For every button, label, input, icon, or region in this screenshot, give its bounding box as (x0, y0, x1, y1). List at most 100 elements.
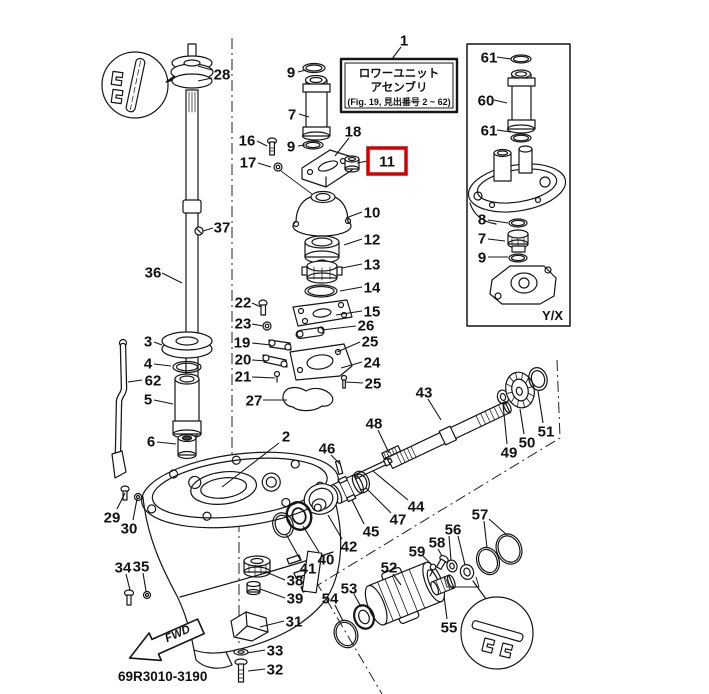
part-callout-55[interactable]: 55 (441, 620, 458, 637)
part-callout-7[interactable]: 7 (478, 231, 486, 248)
part-callout-9[interactable]: 9 (287, 139, 295, 156)
title-line-3: (Fig. 19, 見出番号 2 ~ 62) (347, 96, 450, 107)
part-callout-11[interactable]: 11 (379, 154, 395, 171)
part-callout-38[interactable]: 38 (287, 573, 304, 590)
part-callout-51[interactable]: 51 (538, 424, 555, 441)
leader-line (247, 668, 266, 672)
part-callout-32[interactable]: 32 (267, 662, 284, 679)
part-callout-61[interactable]: 61 (481, 50, 498, 67)
part-callout-9[interactable]: 9 (287, 65, 295, 82)
part-callout-53[interactable]: 53 (341, 581, 358, 598)
part-callout-28[interactable]: 28 (214, 67, 231, 84)
part-callout-31[interactable]: 31 (286, 614, 303, 631)
assembly-title-box (339, 57, 459, 114)
part-spring-48 (381, 445, 402, 460)
part-callout-46[interactable]: 46 (319, 441, 336, 458)
part-callout-27[interactable]: 27 (246, 393, 263, 410)
part-callout-37[interactable]: 37 (214, 220, 231, 237)
part-callout-30[interactable]: 30 (121, 521, 138, 538)
part-plate-24 (289, 343, 353, 381)
part-callout-43[interactable]: 43 (416, 385, 433, 402)
part-oring-61-bottom (510, 133, 532, 143)
part-callout-25[interactable]: 25 (365, 376, 382, 393)
part-callout-15[interactable]: 15 (364, 304, 381, 321)
part-callout-1[interactable]: 1 (400, 33, 408, 50)
leader-line (259, 588, 286, 599)
part-callout-56[interactable]: 56 (445, 522, 462, 539)
part-callout-12[interactable]: 12 (364, 232, 381, 249)
part-callout-62[interactable]: 62 (145, 373, 162, 390)
part-callout-50[interactable]: 50 (519, 435, 536, 452)
part-callout-59[interactable]: 59 (409, 544, 426, 561)
detail-circle-top (101, 51, 182, 119)
part-callout-2[interactable]: 2 (282, 429, 290, 446)
part-bolt-34 (123, 589, 135, 606)
part-callout-54[interactable]: 54 (322, 591, 339, 608)
part-link-26 (295, 326, 325, 339)
leader-line (330, 454, 341, 465)
leader-line (116, 492, 126, 510)
part-callout-7[interactable]: 7 (288, 107, 296, 124)
part-callout-14[interactable]: 14 (364, 280, 381, 297)
part-callout-4[interactable]: 4 (144, 356, 153, 373)
part-callout-33[interactable]: 33 (267, 643, 284, 660)
part-callout-41[interactable]: 41 (300, 561, 317, 578)
inset-box (466, 43, 571, 327)
part-callout-10[interactable]: 10 (364, 205, 381, 222)
part-arm-20 (262, 354, 288, 368)
part-callout-8[interactable]: 8 (478, 212, 486, 229)
part-callout-61[interactable]: 61 (481, 123, 498, 140)
leader-line (335, 310, 363, 316)
part-callout-48[interactable]: 48 (366, 416, 383, 433)
part-callout-49[interactable]: 49 (501, 445, 518, 462)
leader-line (351, 499, 365, 525)
part-callout-45[interactable]: 45 (363, 524, 380, 541)
part-callout-57[interactable]: 57 (472, 507, 489, 524)
title-line-2: アセンブリ (371, 80, 428, 94)
part-callout-9[interactable]: 9 (478, 250, 486, 267)
part-callout-35[interactable]: 35 (133, 559, 150, 576)
part-callout-5[interactable]: 5 (144, 392, 152, 409)
leader-line (392, 573, 402, 586)
part-callout-6[interactable]: 6 (147, 434, 155, 451)
part-callout-36[interactable]: 36 (145, 265, 162, 282)
part-callout-17[interactable]: 17 (240, 155, 257, 172)
part-callout-44[interactable]: 44 (408, 499, 425, 516)
part-callout-18[interactable]: 18 (345, 124, 362, 141)
part-callout-25[interactable]: 25 (362, 334, 379, 351)
part-callout-34[interactable]: 34 (115, 560, 132, 577)
leader-line (496, 129, 512, 133)
leader-line (377, 429, 390, 454)
leader-line (251, 342, 272, 346)
part-callout-29[interactable]: 29 (104, 510, 121, 527)
leader-line (340, 361, 363, 369)
part-callout-13[interactable]: 13 (364, 257, 381, 274)
part-callout-24[interactable]: 24 (364, 355, 381, 372)
leader-line (251, 359, 268, 362)
e-clip-icon (110, 70, 124, 87)
part-callout-39[interactable]: 39 (287, 591, 304, 608)
part-washer-35 (142, 590, 152, 600)
part-callout-3[interactable]: 3 (144, 334, 152, 351)
part-callout-40[interactable]: 40 (318, 552, 335, 569)
part-callout-16[interactable]: 16 (239, 133, 256, 150)
part-callout-42[interactable]: 42 (341, 539, 358, 556)
part-callout-47[interactable]: 47 (390, 512, 407, 529)
leader-line (327, 514, 343, 540)
part-callout-52[interactable]: 52 (381, 560, 398, 577)
part-callout-19[interactable]: 19 (234, 335, 251, 352)
leader-line (251, 302, 262, 308)
part-callout-58[interactable]: 58 (429, 535, 446, 552)
part-callout-21[interactable]: 21 (235, 369, 252, 386)
title-line-1: ロワーユニット (359, 67, 440, 80)
leader-line (298, 113, 310, 118)
part-callout-22[interactable]: 22 (235, 295, 252, 312)
part-callout-23[interactable]: 23 (235, 316, 252, 333)
part-callout-26[interactable]: 26 (358, 318, 375, 335)
leader-line (156, 441, 177, 445)
part-callout-60[interactable]: 60 (478, 93, 495, 110)
leader-line (448, 535, 452, 561)
part-callout-20[interactable]: 20 (235, 352, 252, 369)
